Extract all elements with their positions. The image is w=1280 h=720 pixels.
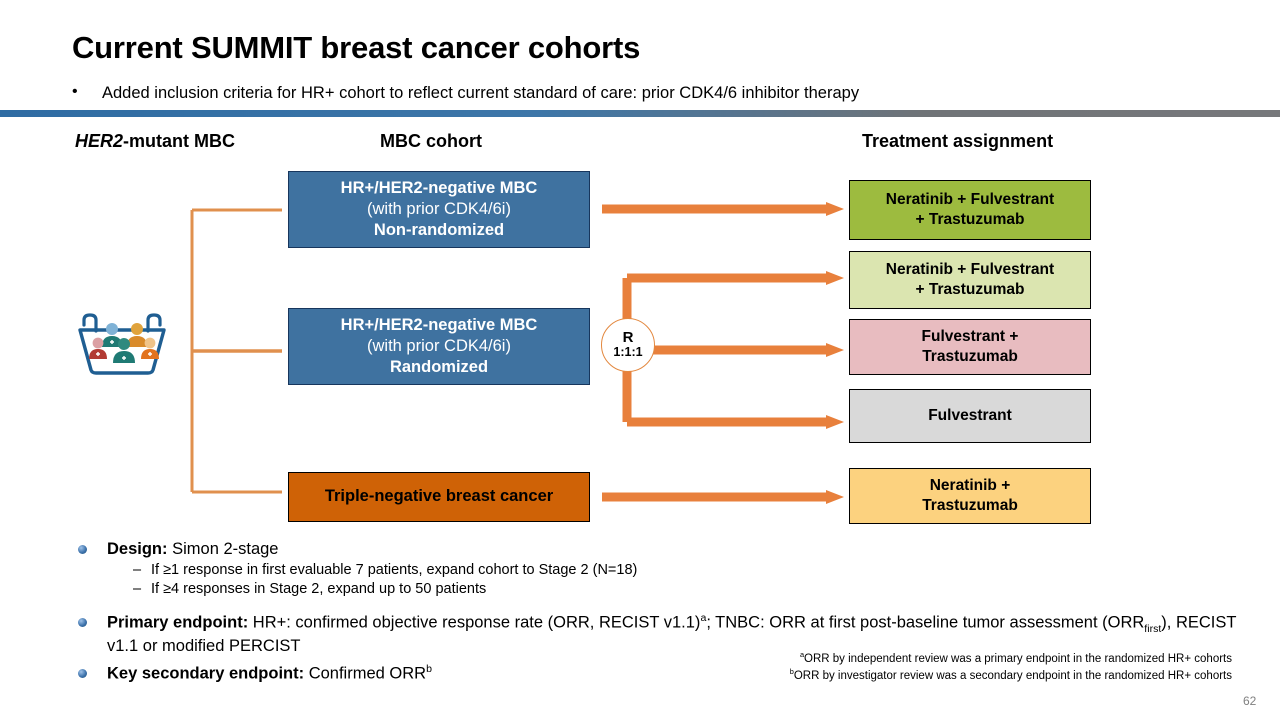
cohort-3-line-1: Triple-negative breast cancer	[324, 487, 554, 506]
bullet-primary-endpoint-text: Primary endpoint: HR+: confirmed objecti…	[107, 612, 1238, 657]
cohort-2-line-2: (with prior CDK4/6i)	[367, 336, 511, 355]
column-heading-her2-suffix: -mutant MBC	[123, 131, 235, 151]
bullet-primary-value-a: HR+: confirmed objective response rate (…	[248, 613, 701, 632]
treatment-4-line-1: Fulvestrant	[928, 406, 1012, 424]
footnote-ref-b: b	[426, 662, 432, 675]
treatment-box-fulvestrant-trastuzumab[interactable]: Fulvestrant + Trastuzumab	[849, 319, 1091, 375]
bullet-design-text: Design: Simon 2-stage	[107, 539, 1238, 560]
randomization-node: R 1:1:1	[601, 318, 655, 372]
bullet-marker-icon	[78, 617, 87, 627]
treatment-box-neratinib-fulvestrant-trastuzumab-randomized[interactable]: Neratinib + Fulvestrant + Trastuzumab	[849, 251, 1091, 309]
treatment-5-line-1: Neratinib +	[929, 476, 1011, 494]
footnote-a-text: ORR by independent review was a primary …	[804, 652, 1232, 665]
bullet-secondary-endpoint-text: Key secondary endpoint: Confirmed ORRb	[107, 663, 1238, 684]
footnote-a: aORR by independent review was a primary…	[790, 650, 1232, 667]
cohort-box-hr-randomized[interactable]: HR+/HER2-negative MBC (with prior CDK4/6…	[288, 308, 590, 385]
footnote-b-text: ORR by investigator review was a seconda…	[793, 669, 1232, 682]
bullet-design-label: Design:	[107, 540, 168, 558]
bullet-primary-label: Primary endpoint:	[107, 613, 249, 632]
treatment-box-neratinib-fulvestrant-trastuzumab-nonrandomized[interactable]: Neratinib + Fulvestrant + Trastuzumab	[849, 180, 1091, 240]
randomization-ratio: 1:1:1	[613, 345, 643, 359]
cohort-1-line-3: Non-randomized	[373, 221, 505, 240]
footnote-b: bORR by investigator review was a second…	[790, 667, 1232, 684]
column-heading-mbc-cohort: MBC cohort	[380, 131, 482, 151]
treatment-box-fulvestrant[interactable]: Fulvestrant	[849, 389, 1091, 443]
column-heading-her2-mutant-mbc: HER2-mutant MBC	[75, 131, 235, 152]
treatment-1-line-1: Neratinib + Fulvestrant	[885, 190, 1055, 208]
bullet-design-sub-1-text: If ≥1 response in first evaluable 7 pati…	[151, 561, 638, 578]
basket-to-cohorts-connector	[190, 204, 282, 498]
sub-dash-icon: –	[133, 581, 142, 598]
bullet-design-sub-2: – If ≥4 responses in Stage 2, expand up …	[133, 580, 1238, 599]
treatment-1-line-2: + Trastuzumab	[915, 211, 1025, 228]
bullet-design-sub-1: – If ≥1 response in first evaluable 7 pa…	[133, 561, 1238, 580]
cohort-1-line-2: (with prior CDK4/6i)	[367, 199, 511, 218]
treatment-3-line-1: Fulvestrant +	[921, 327, 1019, 345]
cohort-1-line-1: HR+/HER2-negative MBC	[340, 178, 538, 197]
bullet-marker-icon: •	[72, 83, 78, 100]
treatment-3-line-2: Trastuzumab	[922, 348, 1018, 365]
cohort-2-line-1: HR+/HER2-negative MBC	[340, 315, 538, 334]
footnote-a-marker: a	[799, 650, 805, 659]
footnotes: aORR by independent review was a primary…	[790, 650, 1232, 684]
bullet-secondary-value: Confirmed ORR	[304, 664, 427, 683]
bullet-design-sub-2-text: If ≥4 responses in Stage 2, expand up to…	[151, 581, 487, 598]
bullet-secondary-label: Key secondary endpoint:	[107, 664, 305, 683]
bullet-primary-value-b: ; TNBC: ORR at first post-baseline tumor…	[706, 613, 1145, 632]
bullet-design-value: Simon 2-stage	[167, 540, 279, 558]
subtitle-text: Added inclusion criteria for HR+ cohort …	[102, 84, 860, 102]
randomization-label: R	[622, 329, 634, 347]
column-heading-treatment-assignment: Treatment assignment	[862, 131, 1054, 151]
footnote-ref-a: a	[700, 611, 707, 624]
header-divider	[0, 110, 1280, 117]
treatment-box-neratinib-trastuzumab[interactable]: Neratinib + Trastuzumab	[849, 468, 1091, 524]
bullet-secondary-endpoint: Key secondary endpoint: Confirmed ORRb	[78, 663, 1238, 684]
cohort-box-hr-nonrandomized[interactable]: HR+/HER2-negative MBC (with prior CDK4/6…	[288, 171, 590, 248]
cohort-box-triple-negative[interactable]: Triple-negative breast cancer	[288, 472, 590, 522]
treatment-5-line-2: Trastuzumab	[922, 497, 1018, 514]
treatment-2-line-1: Neratinib + Fulvestrant	[885, 260, 1055, 278]
column-heading-her2-prefix: HER2	[75, 131, 124, 151]
page-number: 62	[1243, 694, 1257, 708]
patient-basket-icon	[74, 303, 170, 377]
footnote-b-marker: b	[789, 667, 794, 676]
bullet-marker-icon	[78, 545, 87, 554]
bottom-bullet-list: Design: Simon 2-stage – If ≥1 response i…	[78, 539, 1238, 685]
bullet-design: Design: Simon 2-stage	[78, 539, 1238, 560]
bullet-primary-endpoint: Primary endpoint: HR+: confirmed objecti…	[78, 612, 1238, 657]
cohort-2-line-3: Randomized	[389, 358, 489, 377]
bullet-primary-value-c: ), RECIST v1.1 or modified PERCIST	[107, 613, 1237, 655]
bullet-marker-icon	[78, 668, 87, 678]
page-title: Current SUMMIT breast cancer cohorts	[72, 30, 641, 65]
sub-dash-icon: –	[133, 561, 142, 578]
treatment-2-line-2: + Trastuzumab	[915, 281, 1025, 298]
orr-first-subscript: first	[1144, 622, 1162, 635]
